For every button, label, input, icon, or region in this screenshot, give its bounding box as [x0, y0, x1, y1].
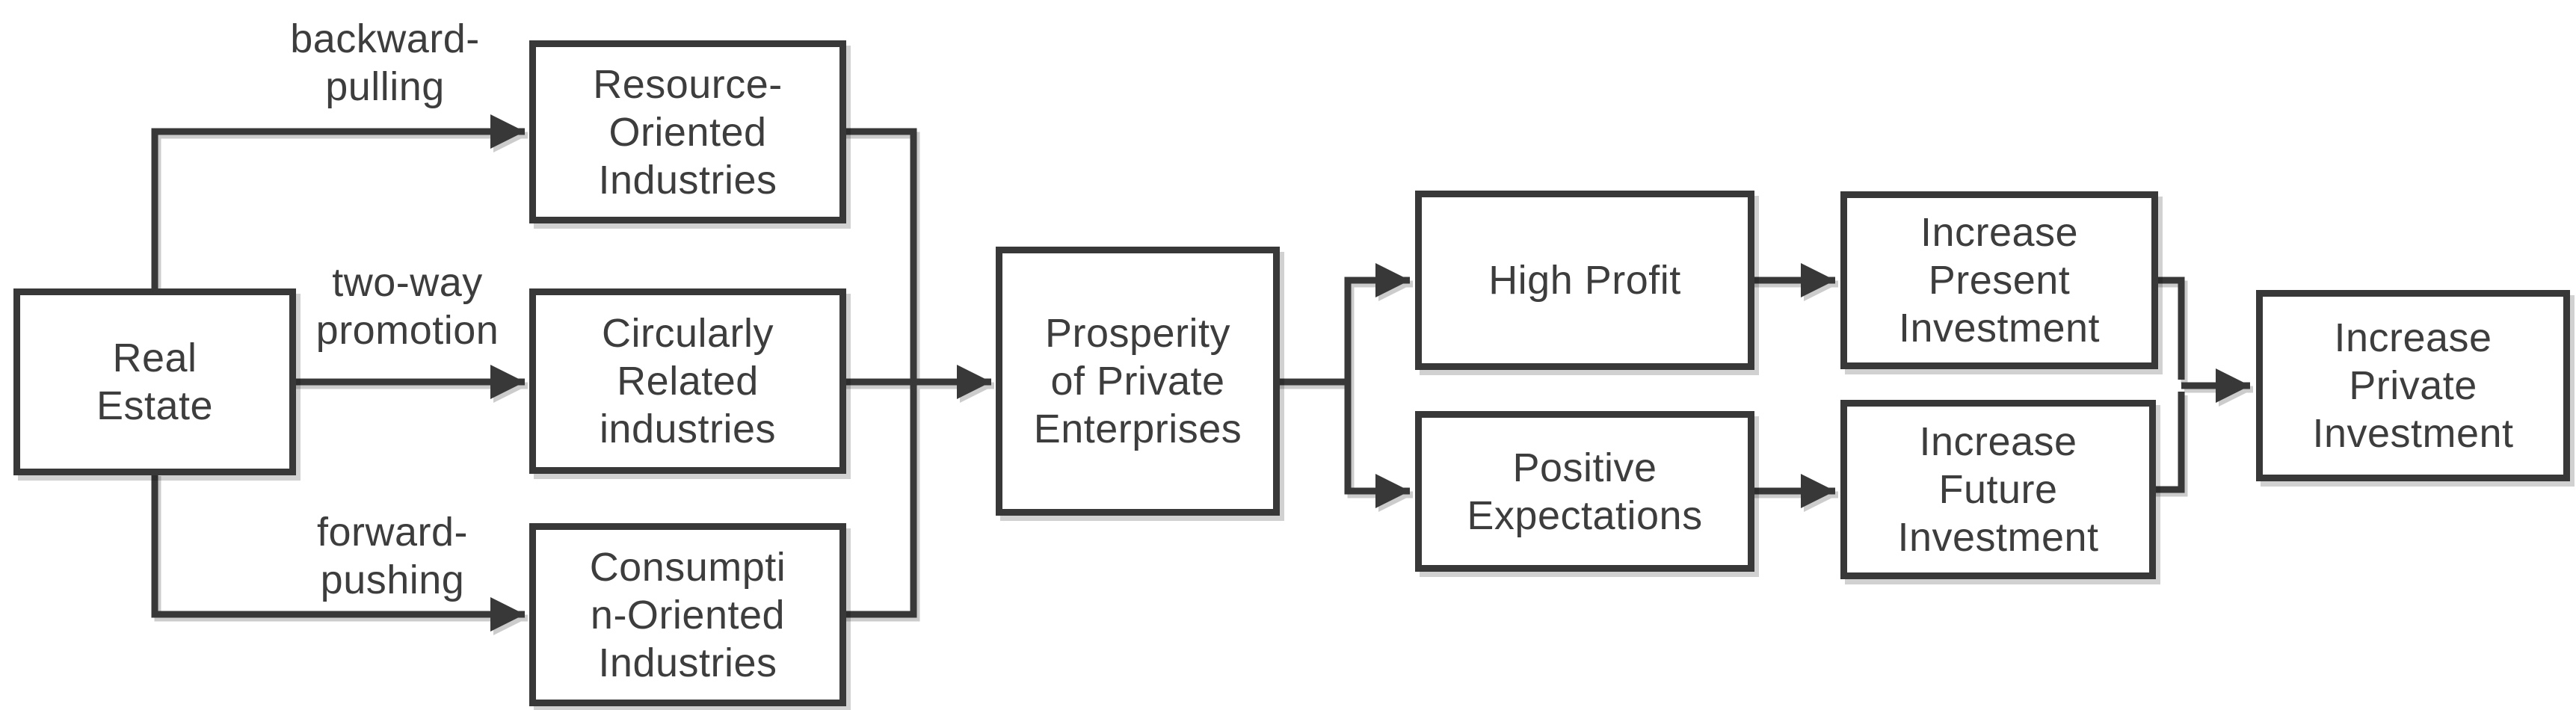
node-increase-private-investment: Increase Private Investment	[2256, 290, 2570, 481]
node-prosperity: Prosperity of Private Enterprises	[996, 247, 1280, 516]
edge-label-forward-pushing: forward- pushing	[232, 508, 553, 604]
node-increase-private-investment-label: Increase Private Investment	[2312, 315, 2514, 456]
node-positive-expectations: Positive Expectations	[1415, 411, 1754, 572]
node-increase-future-investment: Increase Future Investment	[1840, 400, 2156, 579]
edge-prosperity-to-positive-expectations	[1344, 382, 1410, 508]
edge-label-backward-pulling: backward- pulling	[224, 15, 546, 111]
node-increase-future-investment-label: Increase Future Investment	[1897, 419, 2099, 560]
node-real-estate: Real Estate	[13, 288, 296, 475]
node-consumption-oriented-label: Consumpti n-Oriented Industries	[589, 544, 786, 685]
node-increase-present-investment: Increase Present Investment	[1840, 191, 2158, 369]
edge-label-backward-pulling-text: backward- pulling	[290, 16, 480, 109]
node-circularly-related: Circularly Related industries	[529, 288, 846, 474]
edge-real-estate-to-resource-oriented	[151, 114, 525, 291]
edge-resource-oriented-to-collector	[843, 128, 917, 379]
node-circularly-related-label: Circularly Related industries	[599, 311, 777, 451]
node-high-profit-label: High Profit	[1488, 258, 1681, 303]
edge-label-two-way-promotion: two-way promotion	[247, 259, 568, 354]
edge-increase-present-to-merge	[2155, 277, 2185, 380]
edge-consumption-oriented-to-collector	[843, 385, 917, 618]
node-high-profit: High Profit	[1415, 191, 1754, 370]
edge-prosperity-to-high-profit	[1277, 263, 1410, 386]
edge-label-two-way-promotion-text: two-way promotion	[315, 260, 499, 353]
node-positive-expectations-label: Positive Expectations	[1467, 445, 1703, 538]
node-resource-oriented-label: Resource- Oriented Industries	[593, 61, 783, 203]
edge-increase-future-to-merge	[2153, 392, 2185, 493]
node-resource-oriented: Resource- Oriented Industries	[529, 40, 846, 223]
edge-real-estate-to-consumption-oriented	[151, 472, 525, 632]
node-real-estate-label: Real Estate	[96, 336, 214, 428]
node-prosperity-label: Prosperity of Private Enterprises	[1033, 311, 1242, 451]
node-consumption-oriented: Consumpti n-Oriented Industries	[529, 523, 846, 706]
edge-label-forward-pushing-text: forward- pushing	[316, 510, 469, 602]
node-increase-present-investment-label: Increase Present Investment	[1898, 210, 2101, 351]
